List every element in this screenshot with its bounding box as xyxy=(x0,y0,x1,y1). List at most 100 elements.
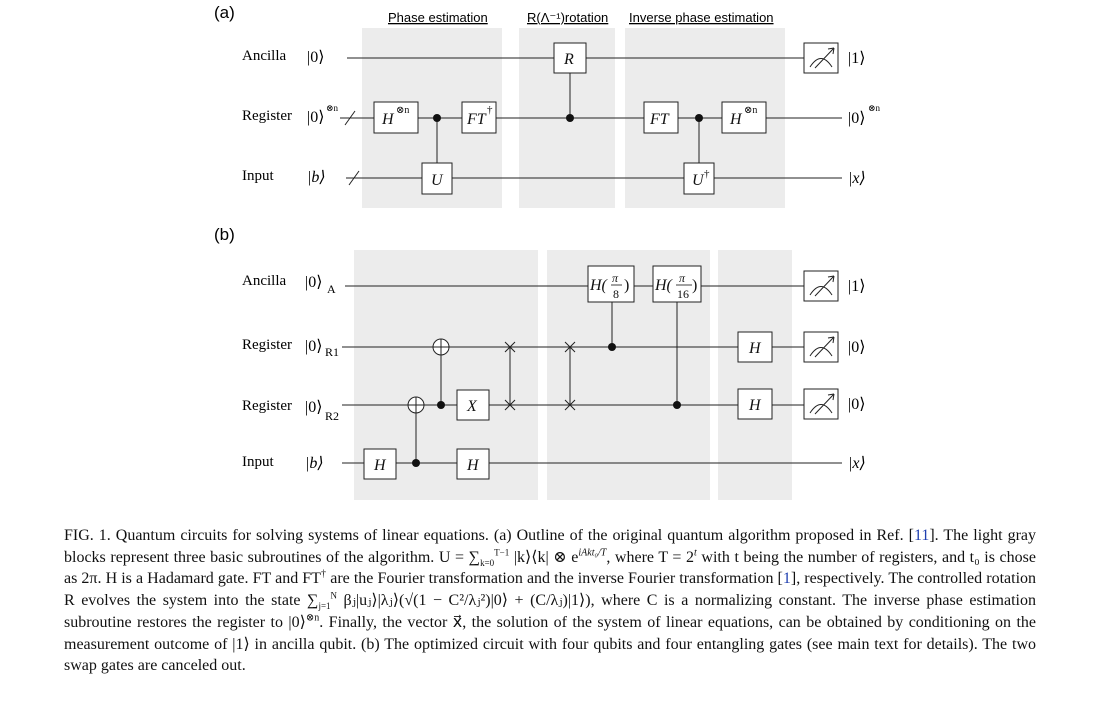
gate-ft xyxy=(643,101,679,134)
gate-hadamard-tensor xyxy=(373,101,419,134)
gate-label-dagger-1: † xyxy=(487,104,493,116)
ket-register-out-exponent: ⊗n xyxy=(868,103,881,113)
gate-label-u: U xyxy=(431,172,444,189)
gate-label-h8-close: ) xyxy=(624,277,629,294)
ket-ancilla-out: |1⟩ xyxy=(848,50,865,67)
gate-b-x xyxy=(456,389,490,421)
ket-r2-in: |0⟩ xyxy=(305,399,322,416)
gate-label-h16-denom: 16 xyxy=(677,287,689,301)
row-label-register-r2: Register xyxy=(242,398,292,414)
ch16-control-dot xyxy=(673,401,681,409)
cnot2-control-dot xyxy=(437,401,445,409)
ket-register-out: |0⟩ xyxy=(848,110,865,127)
caption-text-1: Quantum circuits for solving systems of … xyxy=(110,527,914,544)
gate-label-b-h-r1: H xyxy=(748,340,762,357)
row-label-register: Register xyxy=(242,108,292,124)
gate-label-ft-dagger: FT xyxy=(466,111,487,128)
ket-register-in: |0⟩ xyxy=(307,109,324,126)
measurement-icon xyxy=(809,393,835,415)
gate-label-h2: H xyxy=(729,111,743,128)
ch8-control-dot xyxy=(608,343,616,351)
caption-text-3: |k⟩⟨k| ⊗ e xyxy=(509,548,579,566)
gate-label-h8-denom: 8 xyxy=(613,287,619,301)
gate-label-b-h-input: H xyxy=(373,457,387,474)
swap2-cross-bottom xyxy=(564,399,576,411)
panel-b-label: (b) xyxy=(214,225,235,244)
row-label-register-r1: Register xyxy=(242,337,292,353)
gate-label-b-h-input-2: H xyxy=(466,457,480,474)
gate-label-u-dagger: U xyxy=(692,172,705,189)
figure-caption: FIG. 1. Quantum circuits for solving sys… xyxy=(64,527,1037,675)
row-label-ancilla: Ancilla xyxy=(242,48,286,64)
gate-label-h16-close: ) xyxy=(692,277,697,294)
gate-b-h-input-2 xyxy=(456,448,490,480)
gate-label-r: R xyxy=(563,51,574,68)
gate-label-h-exponent: ⊗n xyxy=(396,105,409,116)
caption-text-2: ]. The light gray blocks represent three… xyxy=(64,527,1037,566)
gate-label-h2-exponent: ⊗n xyxy=(744,105,757,116)
gate-b-h-r2 xyxy=(737,388,773,420)
section-rotation: R(Λ⁻¹)rotation xyxy=(527,10,608,25)
control-dot-u-dag xyxy=(695,114,703,122)
ket-input-b-in: |b⟩ xyxy=(305,455,324,472)
row-label-input-b: Input xyxy=(242,454,274,470)
gate-label-h16-pi: π xyxy=(679,271,686,285)
ket-ancilla-in: |0⟩ xyxy=(307,49,324,66)
ket-ancilla-b-sub: A xyxy=(327,282,336,296)
ket-input-in: |b⟩ xyxy=(307,169,326,186)
caption-text-5: with t being the number of registers, an… xyxy=(64,548,1036,588)
ket-register-in-exponent: ⊗n xyxy=(326,103,339,113)
section-inverse-phase-estimation: Inverse phase estimation xyxy=(629,10,774,25)
gate-u xyxy=(421,162,453,195)
measurement-icon xyxy=(809,336,835,358)
block-b-3 xyxy=(718,250,792,500)
gate-label-dagger-2: † xyxy=(704,168,710,180)
caption-fig-number: FIG. 1. xyxy=(64,527,111,544)
cnot1-control-dot xyxy=(412,459,420,467)
panel-a-label: (a) xyxy=(214,3,235,22)
gate-hadamard-tensor-2 xyxy=(721,101,767,134)
ket-r2-out: |0⟩ xyxy=(848,396,865,413)
gate-label-ft: FT xyxy=(649,111,670,128)
gate-label-b-x: X xyxy=(466,398,478,415)
caption-exponent: iAkt₀/T xyxy=(578,547,607,559)
gate-label-h: H xyxy=(381,111,395,128)
gate-label-h8-prefix: H( xyxy=(589,277,609,294)
caption-text-6: are the Fourier transformation and the i… xyxy=(326,570,783,588)
gate-label-b-h-r2: H xyxy=(748,397,762,414)
caption-text-7: ], respectively. The controlled rotation… xyxy=(64,570,1037,610)
caption-text-4: , where T = 2 xyxy=(606,548,695,566)
caption-t-exponent: t xyxy=(694,547,697,559)
gate-label-h16-prefix: H( xyxy=(654,277,674,294)
swap1-cross-top xyxy=(504,341,516,353)
bus-slash-input xyxy=(348,170,360,186)
ket-ancilla-b-in: |0⟩ xyxy=(305,274,322,291)
ket-r1-sub: R1 xyxy=(325,345,339,359)
gate-label-h8-pi: π xyxy=(612,271,619,285)
ket-r1-out: |0⟩ xyxy=(848,339,865,356)
gate-ft-dagger xyxy=(461,101,497,134)
citation-link-1[interactable]: 1 xyxy=(782,570,791,588)
swap2-cross-top xyxy=(564,341,576,353)
caption-text-8: βⱼ|uⱼ⟩|λⱼ⟩(√(1 − C²/λⱼ²)|0⟩ + (C/λⱼ)|1⟩)… xyxy=(64,592,1036,631)
bus-slash-register xyxy=(344,110,356,126)
section-phase-estimation: Phase estimation xyxy=(388,10,488,25)
gate-b-h-r1 xyxy=(737,331,773,363)
control-dot-u xyxy=(433,114,441,122)
measurement-icon xyxy=(809,47,835,69)
ket-r1-in: |0⟩ xyxy=(305,338,322,355)
caption-text-9: . Finally, the vector x⃗, the solution o… xyxy=(64,613,1036,675)
gate-u-dagger xyxy=(683,162,715,195)
citation-link-11[interactable]: 11 xyxy=(913,527,930,544)
ket-ancilla-b-out: |1⟩ xyxy=(848,278,865,295)
gate-r xyxy=(553,42,587,74)
measurement-icon xyxy=(809,275,835,297)
ket-input-out: |x⟩ xyxy=(848,170,866,187)
control-dot-r xyxy=(566,114,574,122)
ket-input-b-out: |x⟩ xyxy=(848,455,866,472)
gate-b-h-pi-8 xyxy=(587,265,635,303)
ket-r2-sub: R2 xyxy=(325,409,339,423)
row-label-input: Input xyxy=(242,168,274,184)
circuit-figure: (a) Phase estimation R(Λ⁻¹)rotation Inve… xyxy=(214,3,881,500)
gate-b-h-pi-16 xyxy=(652,265,702,303)
